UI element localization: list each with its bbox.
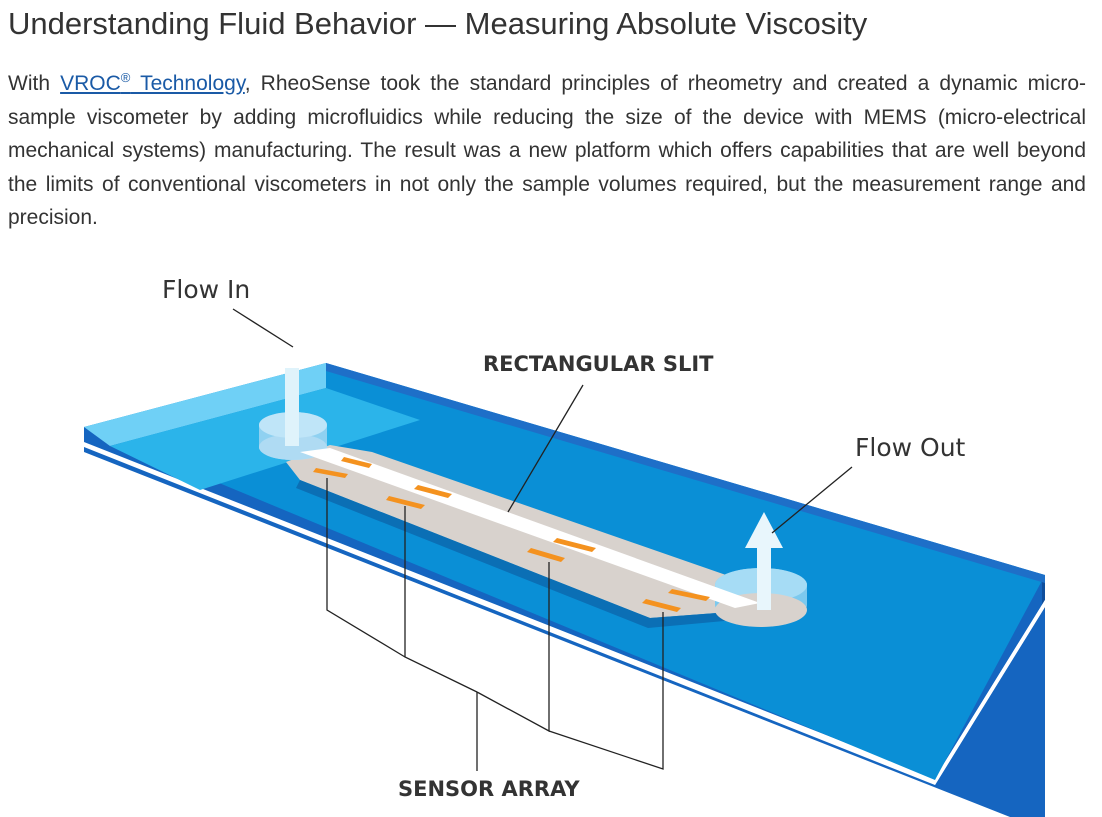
sensor-array [313, 457, 710, 612]
sensor [668, 589, 710, 601]
flow-in-label: Flow In [162, 275, 250, 304]
intro-prefix: With [8, 72, 61, 95]
flow-out-arrow-shaft [757, 542, 771, 610]
sensor-leader-4 [548, 612, 664, 770]
intro-body: , RheoSense took the standard principles… [8, 72, 1086, 229]
flow-out-arrow-head [745, 512, 783, 548]
flow-in-arrow [285, 368, 299, 446]
flow-in-leader [232, 308, 294, 348]
sensor [414, 485, 452, 498]
registered-mark: ® [120, 70, 131, 85]
flow-out-leader [771, 466, 853, 534]
rectangular-slit-label: RECTANGULAR SLIT [483, 352, 714, 376]
sensor-array-label: SENSOR ARRAY [398, 777, 580, 801]
vroc-chip-diagram: Flow In RECTANGULAR SLIT Flow Out SENSOR… [84, 275, 1045, 817]
intro-paragraph: With VROC® Technology, RheoSense took th… [8, 67, 1086, 235]
vroc-link-text: VROC [60, 72, 121, 95]
slit-leader [507, 384, 584, 513]
sensor-leader-2 [404, 506, 478, 693]
vroc-technology-link[interactable]: VROC® Technology [60, 70, 245, 95]
sensor [313, 468, 348, 478]
sensor [642, 599, 681, 612]
leader-lines [232, 308, 853, 771]
page-title: Understanding Fluid Behavior — Measuring… [8, 6, 868, 41]
vroc-link-text-after: Technology [130, 72, 245, 95]
chip-light-area [84, 363, 326, 446]
sensor [386, 496, 425, 509]
sensor [527, 548, 565, 562]
chip-edge-stripe-right [935, 600, 1045, 785]
flow-out-label: Flow Out [855, 433, 966, 462]
chip-back-edge [326, 363, 1045, 583]
sensor-leader-1 [326, 478, 406, 658]
sensor [553, 538, 596, 552]
sensor [341, 457, 372, 468]
